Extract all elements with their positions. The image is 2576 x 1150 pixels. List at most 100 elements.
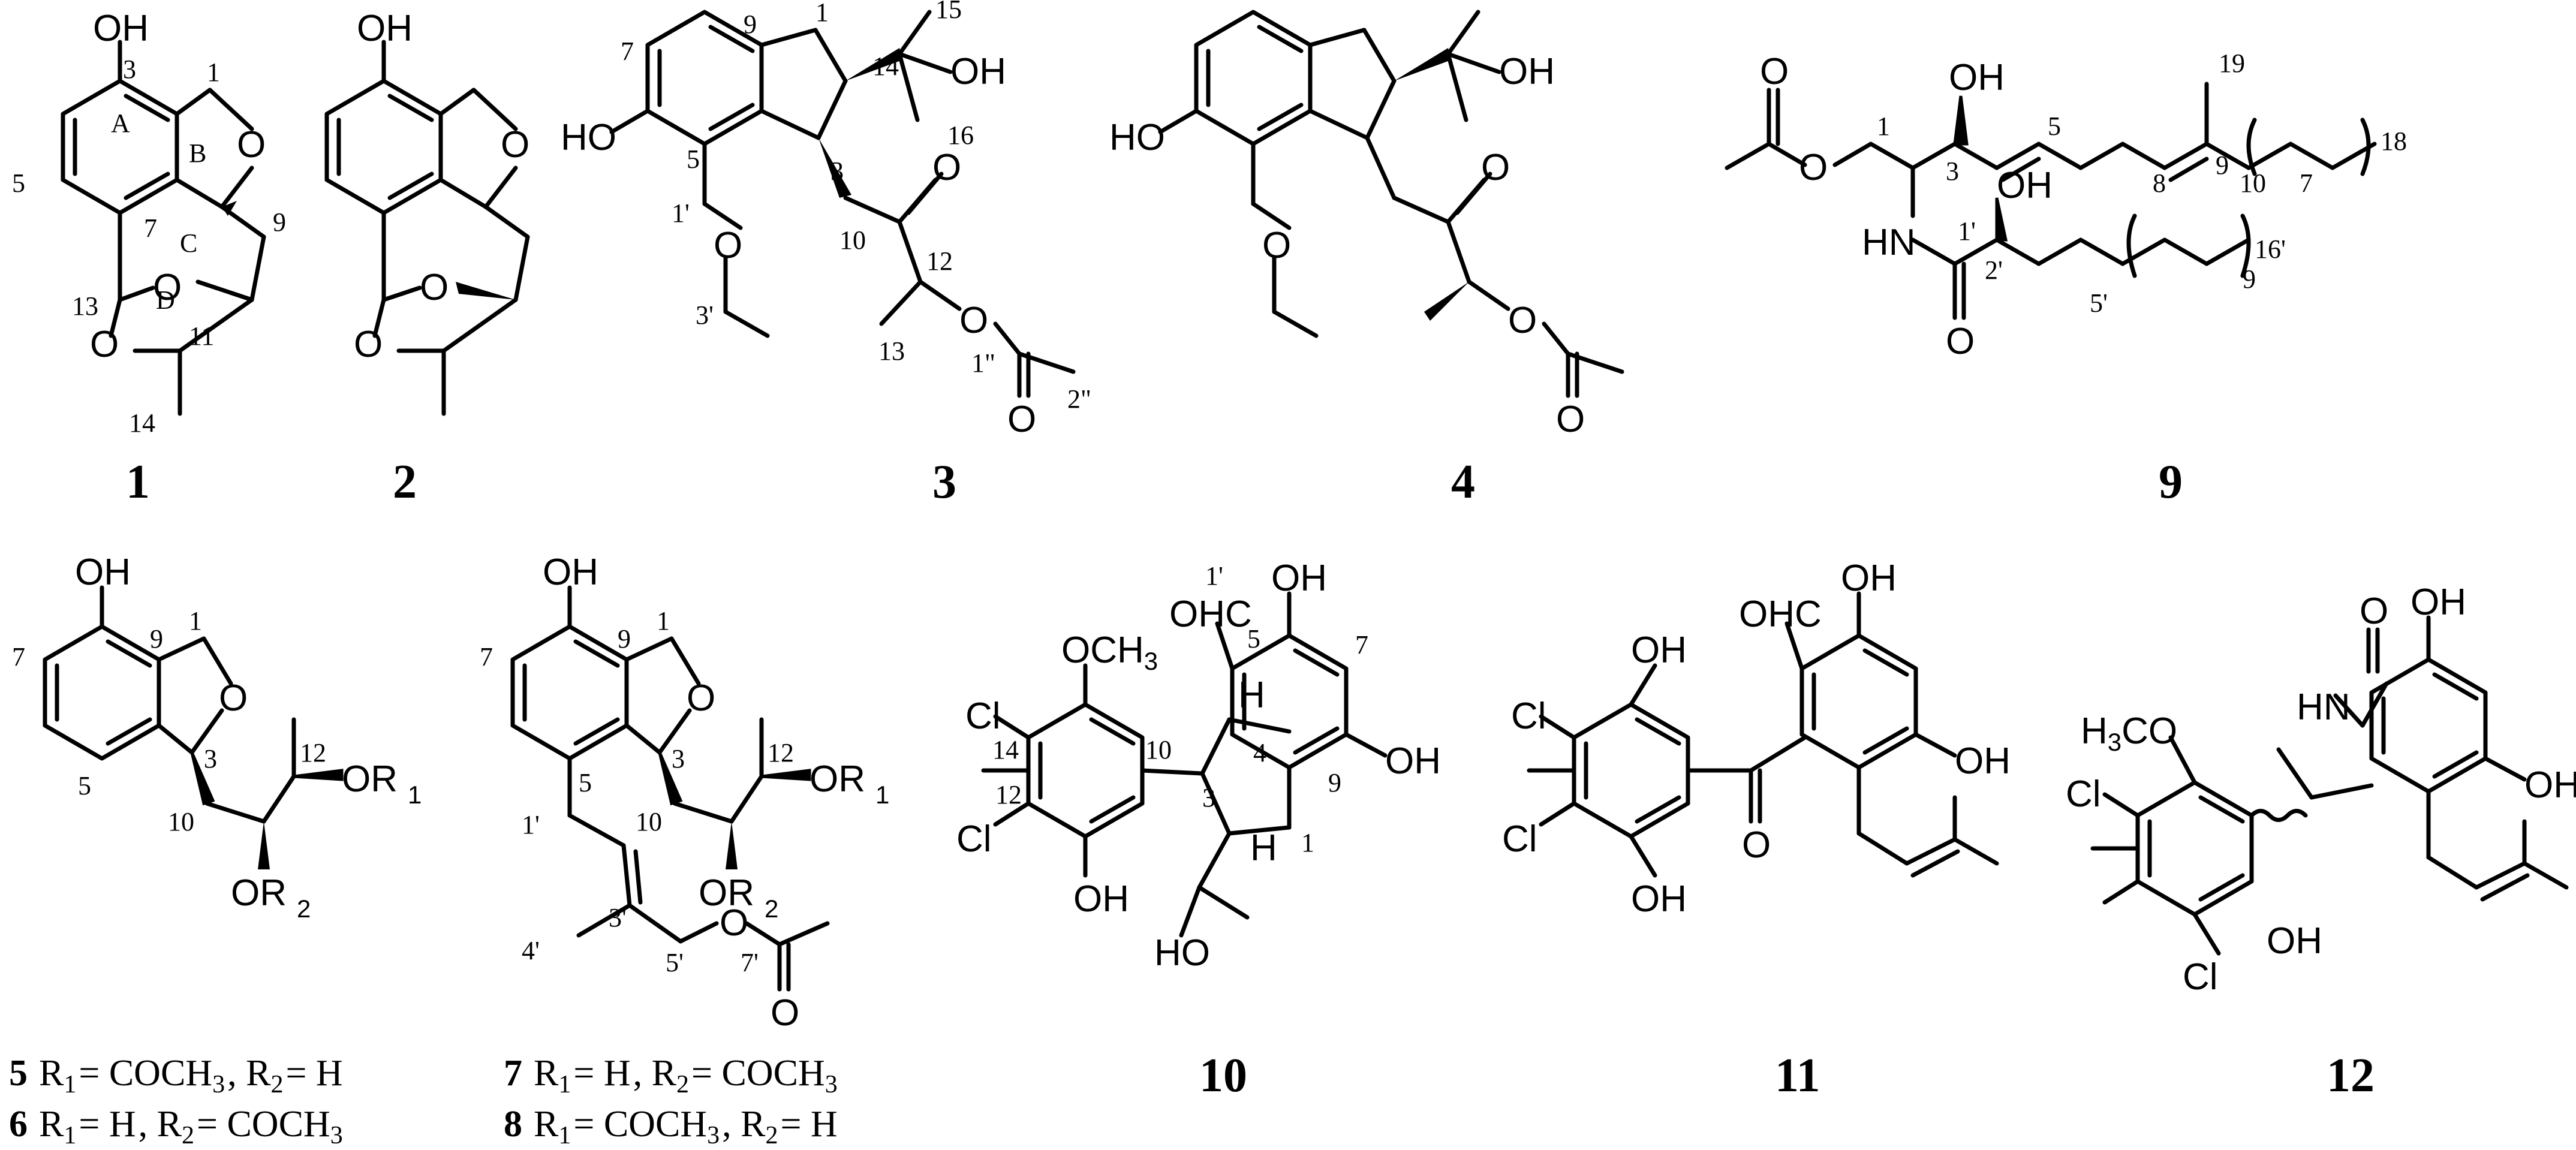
atom-number: 7 xyxy=(621,37,634,66)
atom-number: 10 xyxy=(1145,735,1172,764)
compound-id: 9 xyxy=(2159,456,2183,508)
legend-6: 6 R1 = H , R2 = COCH3 xyxy=(9,1104,343,1149)
atom-number: 14 xyxy=(129,408,155,438)
atom-label-oh: OH xyxy=(1841,558,1897,599)
atom-label-o: O xyxy=(1481,147,1510,188)
atom-label-o: O xyxy=(1946,321,1975,362)
atom-number: 5 xyxy=(2048,112,2061,141)
atom-label-cl: Cl xyxy=(2183,956,2218,998)
structure-compound-5: OH O OR 1 OR 2 1 7 9 3 12 5 10 xyxy=(12,552,422,923)
legend-5: 5 R1 = COCH3 , R2 = H xyxy=(9,1053,343,1098)
atom-label-or2: OR xyxy=(699,872,754,914)
atom-number: 15 xyxy=(935,0,962,24)
atom-number: 9 xyxy=(273,207,286,237)
atom-number: 1 xyxy=(207,58,220,87)
atom-label-or2-sub: 2 xyxy=(765,895,778,923)
atom-number: 7 xyxy=(480,642,493,672)
atom-number: 18 xyxy=(2381,127,2407,156)
atom-label-oh: OH xyxy=(357,8,413,49)
compound-id: 3 xyxy=(932,456,956,508)
legend-row: 6 R1 = H , R2 = COCH3 xyxy=(9,1104,343,1149)
structure-compound-12: H3CO Cl Cl OH HN O OH OH xyxy=(2066,582,2576,998)
atom-label-oh: OH xyxy=(1631,630,1687,671)
atom-label-oh: OH xyxy=(2524,764,2576,806)
compound-id: 11 xyxy=(1775,1049,1820,1102)
structure-compound-11: Cl Cl OH OH O OHC OH OH xyxy=(1502,558,2011,920)
atom-number: 4' xyxy=(522,936,540,965)
atom-label-oh: OH xyxy=(1073,878,1129,920)
atom-label-h: H xyxy=(1238,675,1265,716)
atom-number: 12 xyxy=(768,738,794,767)
atom-number: 1 xyxy=(815,0,829,27)
compound-id: 2 xyxy=(393,456,417,508)
structure-compound-3: HO OH O O O O 1 9 7 14 15 16 5 3 10 1' 1… xyxy=(561,0,1091,440)
atom-label-och3: OCH3 xyxy=(1061,630,1158,675)
atom-label-cl: Cl xyxy=(1511,696,1546,737)
atom-number: 3' xyxy=(696,300,714,330)
atom-number: 1' xyxy=(1958,216,1976,246)
atom-number: 2" xyxy=(1067,384,1091,414)
ring-label-b: B xyxy=(189,139,206,168)
atom-number: 13 xyxy=(72,291,98,321)
atom-number: 7 xyxy=(144,213,157,243)
atom-label-or2: OR xyxy=(231,872,287,914)
atom-label-or1-sub: 1 xyxy=(408,781,422,809)
structure-compound-9: O O OH HN O OH 1 3 5 8 9 19 10 7 18 1' 2… xyxy=(1725,49,2407,362)
atom-number: 12 xyxy=(995,780,1022,809)
atom-number: 7 xyxy=(12,642,25,672)
atom-number: 3 xyxy=(123,55,136,84)
atom-label-o: O xyxy=(153,267,182,308)
atom-label-or1-sub: 1 xyxy=(875,781,889,809)
atom-number: 1 xyxy=(657,606,670,636)
atom-number: 9 xyxy=(2243,264,2256,294)
atom-label-o: O xyxy=(90,324,119,365)
atom-label-o: O xyxy=(720,902,748,944)
atom-label-o: O xyxy=(959,300,988,341)
atom-label-or1: OR xyxy=(342,758,398,800)
atom-number: 9 xyxy=(1328,768,1341,797)
atom-number: 5 xyxy=(1247,624,1260,654)
atom-label-hn: HN xyxy=(2297,687,2351,728)
atom-number: 9 xyxy=(2216,150,2229,180)
atom-label-oh: OH xyxy=(93,8,149,49)
compound-id: 10 xyxy=(1199,1049,1247,1102)
atom-label-o: O xyxy=(1556,399,1585,440)
ring-label-d: D xyxy=(156,285,175,315)
atom-number: 7 xyxy=(1355,630,1368,660)
atom-label-oh: OH xyxy=(1949,57,2005,98)
atom-label-o: O xyxy=(1508,300,1537,341)
compound-id: 1 xyxy=(126,456,150,508)
atom-number: 14 xyxy=(872,52,899,81)
atom-label-o: O xyxy=(354,324,383,365)
atom-number: 2' xyxy=(1985,255,2003,285)
atom-label-oh: OH xyxy=(2411,582,2466,623)
atom-number: 5 xyxy=(579,768,592,797)
atom-number: 10 xyxy=(2240,168,2266,198)
atom-number: 5' xyxy=(2090,288,2108,318)
ring-label-a: A xyxy=(111,109,130,138)
legend-row: 7 R1 = H , R2 = COCH3 xyxy=(504,1053,838,1098)
atom-label-oh: OH xyxy=(1271,558,1327,599)
atom-number: 3 xyxy=(1202,783,1215,812)
atom-number: 1 xyxy=(1301,828,1314,857)
atom-label-o: O xyxy=(1760,51,1789,92)
atom-label-oh: OH xyxy=(75,552,131,593)
atom-label-cl: Cl xyxy=(965,696,1001,737)
compound-id: 4 xyxy=(1451,456,1475,508)
atom-number: 3 xyxy=(1946,156,1959,186)
atom-label-oh: OH xyxy=(1499,51,1555,92)
atom-number: 1 xyxy=(189,606,202,636)
atom-label-oh: OH xyxy=(1385,740,1441,782)
atom-label-oh: OH xyxy=(1631,878,1687,920)
atom-number: 8 xyxy=(2153,168,2166,198)
atom-number: 3 xyxy=(830,156,844,186)
atom-label-cl: Cl xyxy=(1502,818,1537,860)
atom-number: 12 xyxy=(926,246,953,276)
atom-number: 9 xyxy=(618,624,631,654)
atom-number: 7' xyxy=(741,948,759,977)
compound-id: 12 xyxy=(2327,1049,2375,1102)
atom-number: 16' xyxy=(2255,234,2286,264)
atom-label-o: O xyxy=(932,147,961,188)
atom-label-o: O xyxy=(420,267,449,308)
atom-label-oh: OH xyxy=(1997,165,2053,206)
